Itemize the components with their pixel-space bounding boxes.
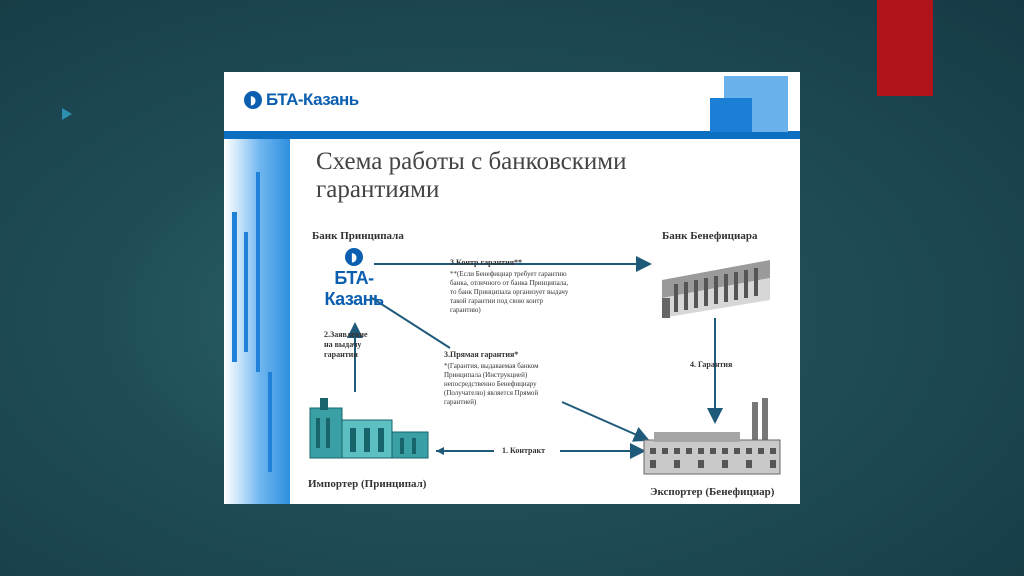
decor-block [710,98,752,132]
slide-image: ◗ БТА-Казань Схема работы с банковскими … [224,72,800,504]
label-principal-bank: Банк Принципала [312,230,404,242]
bank-logo: ◗ БТА-Казань [244,90,359,110]
decor-stripe [268,372,272,472]
principal-bank-logo-icon: ◗ [345,248,363,266]
application-line-3: гарантии [324,350,358,359]
bank-logo-icon: ◗ [244,91,262,109]
decor-stripe [256,172,260,372]
title-line-2: гарантиями [316,176,440,203]
arrow-direct-guarantee-1 [371,297,451,349]
label-contract: 1. Контракт [502,446,546,455]
title-line-1: Схема работы с банковскими [316,148,627,175]
note-counter-guarantee: **(Если Бенефициар требует гарантию банк… [450,270,569,314]
label-beneficiary-bank: Банк Бенефициара [662,230,758,242]
label-direct-guarantee: 3.Прямая гарантия* [444,350,519,359]
bullet-arrow-icon [62,108,72,120]
principal-bank-logo: ◗ БТА-Казань [306,248,402,310]
label-guarantee-4: 4. Гарантия [690,360,733,369]
label-importer: Импортер (Принципал) [308,478,427,490]
principal-bank-logo-text: БТА-Казань [324,268,384,309]
red-corner-tab [877,0,933,96]
decor-block [752,98,788,132]
diagram-graphics [309,256,781,475]
beneficiary-bank-building-icon [662,260,770,318]
exporter-factory-icon [643,398,781,475]
note-direct-guarantee: *(Гарантия, выдаваемая банком Принципала… [444,362,539,406]
application-line-2: на выдачу [324,340,362,349]
decor-stripe [244,232,248,352]
bank-logo-text: БТА-Казань [266,90,359,109]
label-counter-guarantee: 3.Контр гарантия** [450,258,523,267]
label-application: 2.Заявление на выдачу гарантии [324,330,368,360]
arrow-direct-guarantee-2 [561,401,650,442]
decor-block [724,76,788,98]
header-band [224,131,800,139]
decor-stripe [232,212,237,362]
importer-factory-icon [309,398,429,459]
slide-title: Схема работы с банковскими гарантиями [316,148,676,204]
application-line-1: 2.Заявление [324,330,368,339]
label-exporter: Экспортер (Бенефициар) [650,486,775,498]
